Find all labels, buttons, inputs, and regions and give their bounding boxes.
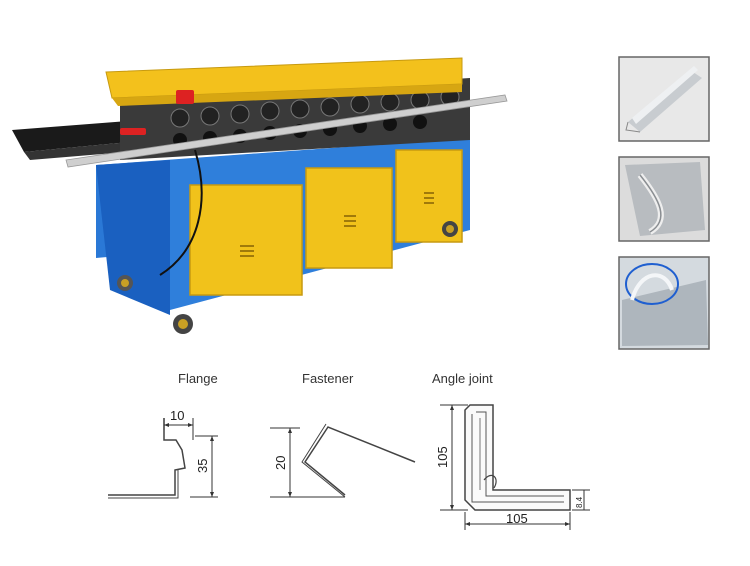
machine-photo xyxy=(12,57,508,334)
angle-joint-diagram: Angle joint 105 105 8.4 xyxy=(432,371,590,530)
angle-joint-photo xyxy=(618,256,710,350)
flange-dim-width: 10 xyxy=(170,408,184,423)
flange-dim-height: 35 xyxy=(195,459,210,473)
angle-joint-dim-width: 105 xyxy=(506,511,528,526)
flange-title: Flange xyxy=(178,371,218,386)
angle-joint-title: Angle joint xyxy=(432,371,493,386)
flange-diagram: Flange 10 35 xyxy=(108,371,218,499)
fastener-photo xyxy=(618,156,710,242)
angle-joint-dim-height: 105 xyxy=(435,446,450,468)
fastener-dim-height: 20 xyxy=(273,456,288,470)
fastener-diagram: Fastener 20 xyxy=(270,371,416,498)
angle-joint-dim-thickness: 8.4 xyxy=(575,496,584,508)
fastener-title: Fastener xyxy=(302,371,354,386)
flange-photo xyxy=(618,56,710,142)
